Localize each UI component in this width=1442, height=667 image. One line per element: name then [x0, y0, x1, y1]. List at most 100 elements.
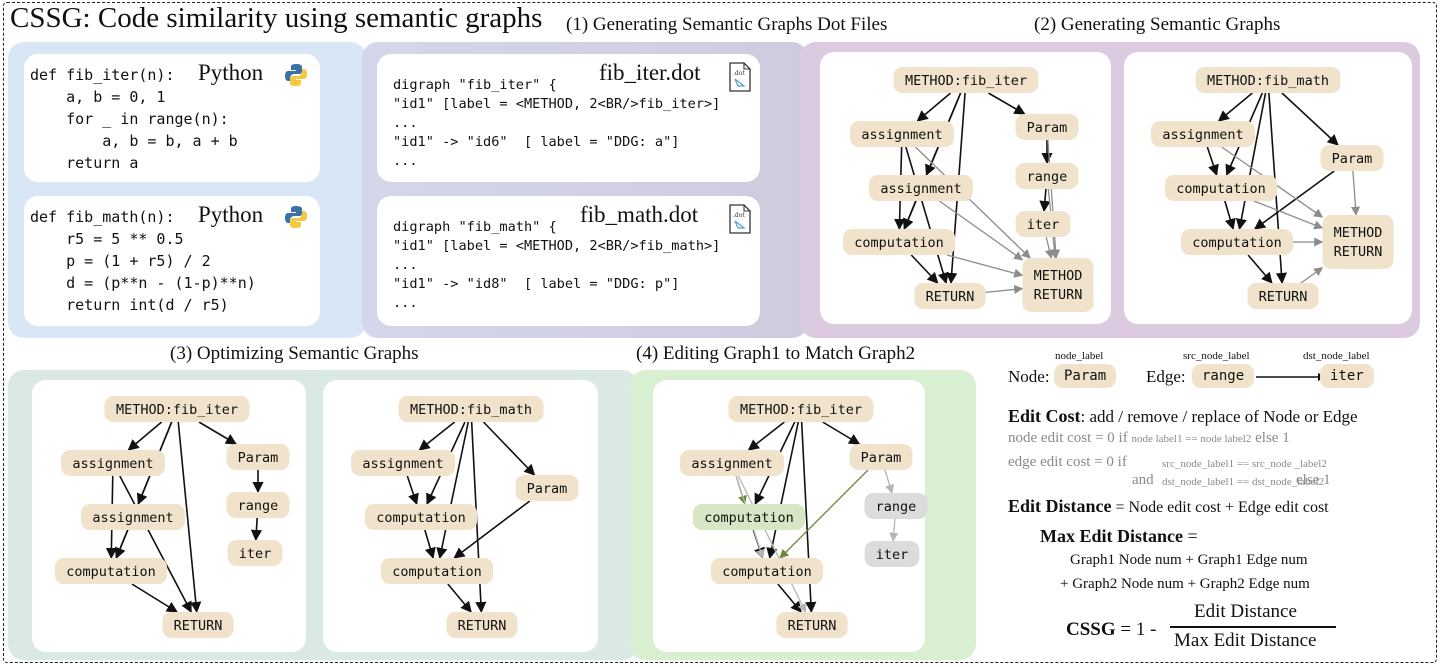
- g2a-node-assignment: assignment: [869, 175, 973, 201]
- g2b-edge: [1235, 92, 1267, 231]
- max-edit-line2: + Graph2 Node num + Graph2 Edge num: [1060, 576, 1310, 592]
- g3a-edge: [131, 583, 179, 613]
- svg-text:computation: computation: [704, 510, 793, 526]
- g3b-node-computation: computation: [364, 504, 478, 530]
- edit-cost-label: Edit Cost: [1008, 406, 1081, 426]
- dot-card-fib-math: [377, 196, 760, 326]
- svg-text:assignment: assignment: [92, 510, 173, 526]
- svg-text:computation: computation: [392, 564, 481, 580]
- node-cost-b: node label1 == node label2: [1131, 433, 1252, 445]
- g4-edge-removed: [884, 469, 894, 494]
- g4-node-computation: computation: [692, 504, 806, 530]
- svg-text:RETURN: RETURN: [1334, 244, 1383, 260]
- g3b-edge: [436, 421, 470, 560]
- g2b-node-method-return: METHOD RETURN: [1322, 215, 1394, 269]
- legend-node-param: Param: [1054, 364, 1117, 388]
- svg-text:range: range: [876, 499, 917, 515]
- node-label-caption: node_label: [1055, 350, 1104, 362]
- fraction-bar: [1170, 626, 1336, 628]
- g3b-edge: [482, 421, 536, 476]
- cssg-eq: = 1 -: [1115, 619, 1157, 640]
- g3a-edge: [127, 421, 163, 451]
- g2a-node-return: RETURN: [914, 283, 986, 309]
- g2b-edge: [1206, 146, 1219, 177]
- g4-node-method-fib-iter: METHOD:fib_iter: [728, 396, 874, 422]
- g3a-edge: [250, 517, 263, 542]
- edit-distance-desc: = Node edit cost + Edge edit cost: [1111, 499, 1329, 516]
- node-prefix: Node:: [1008, 367, 1050, 386]
- g2a-edge-gray: [914, 146, 1031, 259]
- svg-text:RETURN: RETURN: [458, 618, 507, 634]
- cssg-formula-lhs: CSSG = 1 -: [1066, 619, 1156, 641]
- g2b-edge: [1224, 200, 1236, 231]
- dot-filename-fib-math: fib_math.dot: [580, 202, 699, 227]
- g3b-node-return: RETURN: [446, 612, 518, 638]
- cssg-numerator: Edit Distance: [1194, 601, 1297, 622]
- g2b-node-computation: computation: [1164, 175, 1278, 201]
- svg-text:RETURN: RETURN: [788, 618, 837, 634]
- g4-node-computation: computation: [710, 558, 824, 584]
- g2b-edge-gray: [1300, 267, 1324, 284]
- legend-edge-src: range: [1192, 364, 1255, 388]
- svg-text:computation: computation: [66, 564, 155, 580]
- g3a-node-iter: iter: [227, 540, 283, 566]
- g2b-node-method-fib-math: METHOD:fib_math: [1195, 67, 1341, 93]
- g2b-node-return: RETURN: [1247, 283, 1319, 309]
- svg-text:computation: computation: [722, 564, 811, 580]
- svg-text:range: range: [238, 498, 279, 514]
- edit-distance-line: Edit Distance = Node edit cost + Edge ed…: [1008, 496, 1329, 517]
- g3a-node-method-fib-iter: METHOD:fib_iter: [104, 396, 250, 422]
- g3a-edge: [114, 529, 129, 560]
- python-logo-icon: [285, 64, 307, 86]
- g2a-node-assignment: assignment: [850, 121, 954, 147]
- g3a-edge: [198, 421, 238, 445]
- g2a-edge: [916, 92, 952, 122]
- svg-text:METHOD: METHOD: [1034, 268, 1083, 284]
- edge-cost-d: else 1: [1296, 472, 1331, 488]
- edge-cost-a: edge edit cost = 0 if: [1008, 454, 1127, 470]
- g3b-node-assignment: assignment: [351, 450, 455, 476]
- node-cost-a: node edit cost = 0 if: [1008, 430, 1132, 446]
- svg-text:RETURN: RETURN: [1034, 287, 1083, 303]
- g3b-edge: [453, 500, 531, 559]
- code-fib-math: def fib_math(n): r5 = 5 ** 0.5 p = (1 + …: [30, 208, 256, 314]
- figure-frame: [3, 2, 1437, 663]
- code-card-fib-math: [24, 196, 320, 326]
- svg-text:RETURN: RETURN: [174, 618, 223, 634]
- g3a-node-return: RETURN: [162, 612, 234, 638]
- svg-text:Param: Param: [238, 450, 279, 466]
- svg-text:METHOD: METHOD: [1334, 225, 1383, 241]
- g4-node-param: Param: [849, 444, 913, 470]
- g3a-edge: [119, 475, 192, 613]
- figure-title: CSSG: Code similarity using semantic gra…: [10, 2, 543, 34]
- svg-text:range: range: [1027, 169, 1068, 185]
- svg-text:.dot: .dot: [733, 70, 745, 77]
- max-edit-line1: Graph1 Node num + Graph1 Edge num: [1070, 552, 1308, 568]
- g3b-edge: [424, 529, 436, 560]
- g2b-node-computation: computation: [1180, 229, 1294, 255]
- svg-text:METHOD:fib_iter: METHOD:fib_iter: [740, 402, 862, 418]
- max-edit-label: Max Edit Distance: [1040, 526, 1183, 546]
- svg-text:iter: iter: [876, 547, 909, 563]
- svg-text:METHOD:fib_iter: METHOD:fib_iter: [905, 73, 1027, 89]
- g2b-node-param: Param: [1320, 145, 1384, 171]
- cssg-label: CSSG: [1066, 619, 1116, 640]
- svg-text:RETURN: RETURN: [1259, 289, 1308, 305]
- g2a-edge-gray: [1047, 139, 1061, 259]
- dot-filename-fib-iter: fib_iter.dot: [599, 60, 701, 85]
- g4-edge: [747, 421, 785, 451]
- g4-edge: [766, 421, 800, 560]
- svg-text:METHOD:fib_math: METHOD:fib_math: [1207, 73, 1329, 89]
- dot-file-icon: .dot: [729, 62, 751, 92]
- lang-label-fib-math: Python: [198, 202, 264, 227]
- g3b-node-method-fib-math: METHOD:fib_math: [398, 396, 544, 422]
- g4-edge: [777, 583, 802, 613]
- g2a-edge: [910, 254, 939, 284]
- g3a-node-assignment: assignment: [81, 504, 185, 530]
- svg-text:METHOD:fib_math: METHOD:fib_math: [410, 402, 532, 418]
- code-fib-iter: def fib_iter(n): a, b = 0, 1 for _ in ra…: [30, 66, 238, 172]
- section-title-1: (1) Generating Semantic Graphs Dot Files: [566, 14, 888, 35]
- g2a-node-method-fib-iter: METHOD:fib_iter: [893, 67, 1039, 93]
- g4-node-assignment: assignment: [680, 450, 784, 476]
